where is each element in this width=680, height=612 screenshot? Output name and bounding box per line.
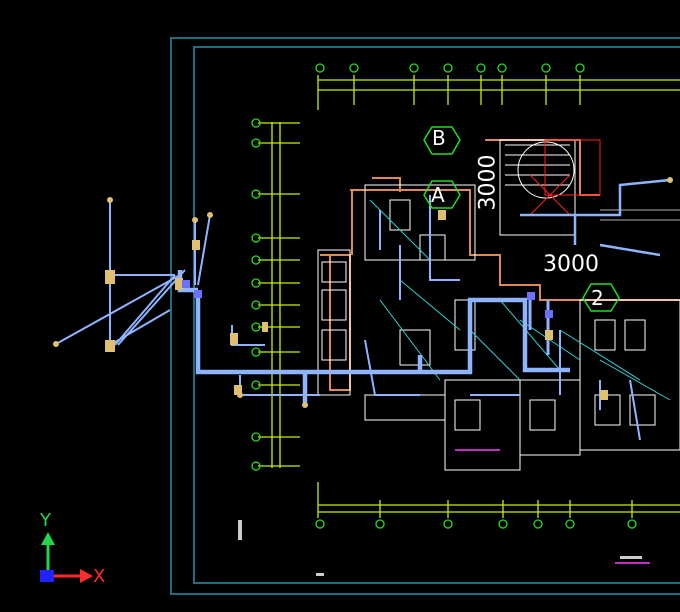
pipe-network [53,177,673,441]
ucs-x-label: X [93,566,106,587]
tiny-annotation [238,520,642,576]
grid-label-2: 2 [591,286,604,310]
title-frame [170,37,680,595]
grid-bubble-b [423,126,461,155]
bottom-axis-grid [315,482,680,529]
building-walls [317,139,680,471]
left-axis-grid [251,118,300,471]
grid-bubble-2 [582,283,620,312]
dimension-text-vertical: 3000 [475,154,501,211]
pipe-risers [182,280,553,318]
grid-label-a: A [431,183,445,207]
ucs-icon [40,532,93,583]
grid-bubble-a [423,180,461,209]
pipe-fittings [105,210,608,400]
dimension-text-horizontal: 3000 [543,252,599,277]
grid-label-b: B [432,126,446,150]
top-axis-grid [315,63,680,110]
ucs-y-label: Y [40,510,51,531]
